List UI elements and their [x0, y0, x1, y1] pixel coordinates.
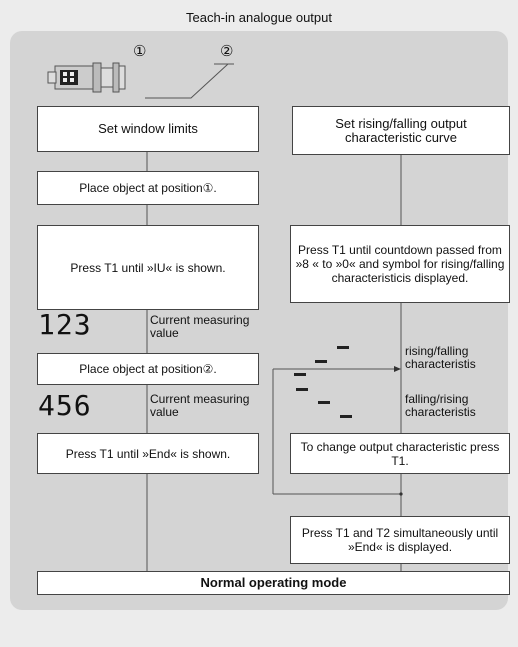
display-value-456: 456 [38, 389, 92, 422]
position-1-marker: ① [133, 43, 147, 60]
place-object-position-1-step: Place object at position①. [37, 171, 259, 205]
place-object-position-2-step: Place object at position②. [37, 353, 259, 385]
falling-rising-symbol [296, 388, 352, 418]
change-characteristic-step: To change output characteristic press T1… [290, 433, 510, 474]
press-t1-countdown-step: Press T1 until countdown passed from »8 … [290, 225, 510, 303]
press-t1-t2-end-step: Press T1 and T2 simultaneously until »En… [290, 516, 510, 564]
diagram-title: Teach-in analogue output [185, 10, 332, 25]
current-measuring-value-label-2: Current measuring value [150, 392, 250, 419]
loop-arrowhead [394, 366, 401, 372]
rising-falling-label: rising/falling characteristis [405, 344, 476, 371]
display-value-123: 123 [38, 308, 92, 341]
set-window-limits-heading: Set window limits [37, 106, 259, 152]
press-t1-iu-step: Press T1 until »IU« is shown. [37, 225, 259, 310]
set-output-characteristic-heading: Set rising/falling output characteristic… [292, 106, 510, 155]
current-measuring-value-label-1: Current measuring value [150, 313, 250, 340]
falling-rising-label: falling/rising characteristis [405, 392, 476, 419]
position-2-marker: ② [220, 43, 234, 60]
press-t1-end-step: Press T1 until »End« is shown. [37, 433, 259, 474]
rising-falling-symbol [294, 346, 349, 376]
sensor-icon [47, 62, 126, 93]
normal-operating-mode: Normal operating mode [37, 571, 510, 595]
